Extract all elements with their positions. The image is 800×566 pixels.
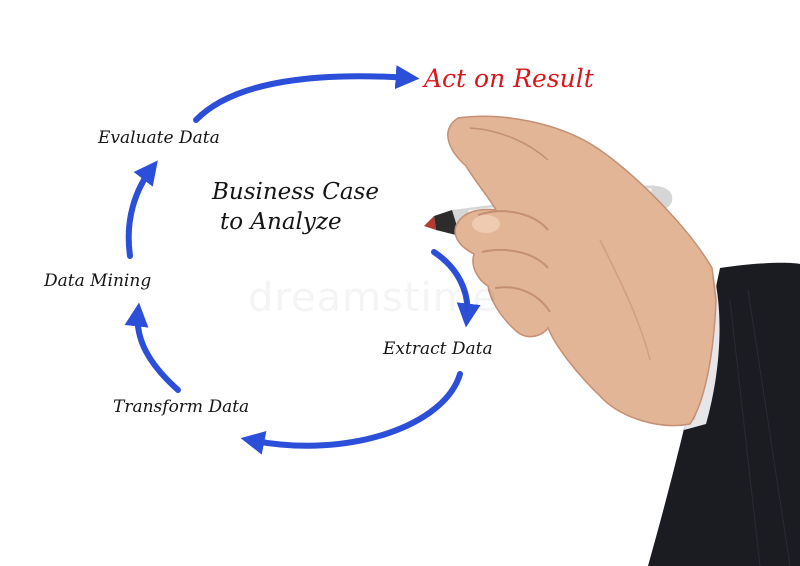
arrow-transform-to-mining [124, 302, 181, 393]
center-title-line-2: to Analyze [220, 209, 342, 235]
center-title-line-1: Business Case [212, 179, 379, 205]
arrow-mining-to-evaluate [125, 160, 158, 259]
hand-with-marker [424, 115, 800, 566]
step-data-mining: Data Mining [44, 271, 152, 291]
step-extract-data: Extract Data [383, 339, 493, 359]
arrow-center-to-extract [431, 249, 481, 328]
step-evaluate-data: Evaluate Data [98, 128, 220, 148]
arrow-extract-to-transform [240, 371, 463, 455]
center-title: Business Case to Analyze [212, 177, 379, 237]
arrow-evaluate-to-act [193, 65, 420, 123]
step-transform-data: Transform Data [113, 397, 250, 417]
step-act-on-result: Act on Result [424, 64, 594, 93]
